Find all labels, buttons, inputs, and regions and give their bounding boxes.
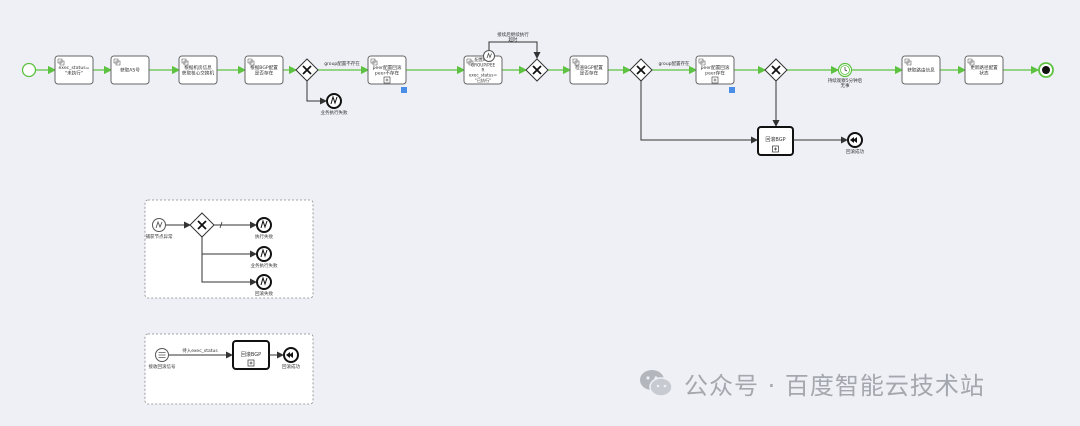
task-label-line: "未执行": [65, 69, 83, 76]
edge-label-retry: 接续后继续执行: [497, 31, 529, 38]
task-label-line: 状态: [979, 69, 989, 76]
annotation-badge-icon[interactable]: [401, 87, 407, 93]
legend-error-end-label: 执行失败: [255, 233, 273, 240]
label-biz-fail: 业务执行失败: [321, 109, 348, 116]
edge-label-retry-2: 超时: [509, 36, 518, 43]
task-label-line: "已执行": [475, 77, 491, 84]
exclusive-gateway-1[interactable]: [295, 58, 319, 82]
service-task-icon: [698, 58, 706, 66]
main-process: group配置不存在 group配置存在 exec_status="未执行"获取…: [21, 31, 1054, 156]
legend-error-end-label: 业务执行失败: [251, 262, 278, 269]
service-task-icon: [572, 58, 580, 66]
edge-label-group-exist: group配置存在: [658, 60, 690, 67]
exclusive-gateway-3[interactable]: [629, 58, 653, 82]
service-task-icon: [57, 58, 65, 66]
legend-rollback-start-label: 接收回滚信号: [149, 363, 176, 370]
legend-subprocess-label: 回滚BGP: [241, 351, 261, 358]
legend-flow-4[interactable]: [201, 254, 257, 286]
flow-retry-loop[interactable]: [488, 41, 541, 59]
task-t9[interactable]: 获取路由信息: [901, 55, 941, 85]
error-icon: [260, 219, 268, 229]
legend-error-end-label: 回滚失败: [255, 290, 273, 297]
legend-rollback: 接收回滚信号 待入exec_status 回滚BGP 回滚成功: [144, 333, 314, 405]
task-label-line: 根据机房信息: [184, 64, 212, 71]
task-t1[interactable]: exec_status="未执行": [54, 55, 94, 85]
task-label-line: 获取路由信息: [907, 67, 935, 74]
task-label-line: 是否存在: [580, 69, 599, 76]
legend-gateway[interactable]: [189, 212, 215, 238]
plus-icon: [385, 78, 389, 82]
service-task-icon: [247, 58, 255, 66]
task-label-line: 根据BGP配置: [250, 64, 278, 71]
service-task-icon: [466, 58, 474, 66]
end-event-biz-fail[interactable]: [326, 93, 342, 109]
task-label-line: 更新路径配置: [970, 64, 998, 71]
service-task-icon: [904, 58, 912, 66]
legend-error-end-event[interactable]: 执行失败: [255, 217, 273, 240]
timer-event[interactable]: [837, 62, 853, 78]
error-start-event[interactable]: [152, 218, 166, 232]
wechat-icon: [640, 370, 673, 397]
edge-label-group-not-exist: group配置不存在: [324, 60, 360, 67]
service-task-icon: [967, 58, 975, 66]
task-label-line: exec_status=: [469, 73, 498, 78]
task-label-line: 检查BGP配置: [575, 64, 603, 71]
task-label-line: exec_status=: [59, 65, 90, 71]
task-label-line: peer不存在: [375, 69, 400, 76]
subprocess-rollback-bgp[interactable]: 回滚BGP: [757, 126, 794, 156]
timer-label: 持续观察5分钟后: [828, 77, 863, 84]
flow-gw1-bizfail[interactable]: [306, 81, 327, 105]
service-task-icon: [113, 58, 121, 66]
task-label-line: 是否存在: [255, 69, 274, 76]
legend-error-end-event[interactable]: 回滚失败: [255, 274, 273, 297]
flow-gw3-rollback[interactable]: [640, 81, 758, 144]
legend-error-end-event[interactable]: 业务执行失败: [251, 246, 278, 269]
legend-rollback-edge-label: 待入exec_status: [182, 347, 218, 354]
error-icon: [260, 276, 268, 286]
end-event-rollback-ok[interactable]: [847, 132, 863, 148]
legend-rollback-end-event[interactable]: [283, 347, 299, 363]
task-t2[interactable]: 获取AS号: [110, 55, 150, 85]
timer-label-2: 无事: [841, 82, 850, 89]
subprocess-label: 回滚BGP: [765, 136, 785, 143]
start-event[interactable]: [21, 62, 37, 78]
task-label-line: peer配置回滚: [701, 64, 730, 71]
exclusive-gateway-2[interactable]: [525, 58, 549, 82]
service-task-icon: [370, 58, 378, 66]
signal-start-event[interactable]: [155, 348, 169, 362]
end-event[interactable]: [1038, 62, 1054, 78]
task-label-line: R: [482, 67, 485, 72]
task-label-line: 配置BGP: [475, 57, 492, 63]
service-task-icon: [181, 58, 189, 66]
annotation-badge-icon[interactable]: [729, 87, 735, 93]
exclusive-gateway-4[interactable]: [764, 58, 788, 82]
label-rollback-ok: 回滚成功: [846, 148, 864, 155]
boundary-error-event[interactable]: [483, 50, 495, 62]
task-label-line: peer配置回滚: [373, 64, 402, 71]
watermark-text: 公众号 · 百度智能云技术站: [684, 371, 985, 400]
error-icon: [260, 248, 268, 258]
plus-icon: [713, 78, 717, 82]
task-label-line: 获取核心交换机: [182, 69, 215, 76]
watermark: 公众号 · 百度智能云技术站: [638, 366, 985, 400]
task-label-line: 获取AS号: [120, 67, 140, 74]
task-label-line: peer存在: [705, 69, 725, 76]
legend-error-start-label: 捕获节点异常: [146, 233, 173, 240]
task-label-line: GROUP/PEE: [471, 62, 496, 67]
legend-subprocess-rollback-bgp[interactable]: 回滚BGP: [232, 340, 270, 370]
legend-rollback-end-label: 回滚成功: [282, 363, 300, 370]
